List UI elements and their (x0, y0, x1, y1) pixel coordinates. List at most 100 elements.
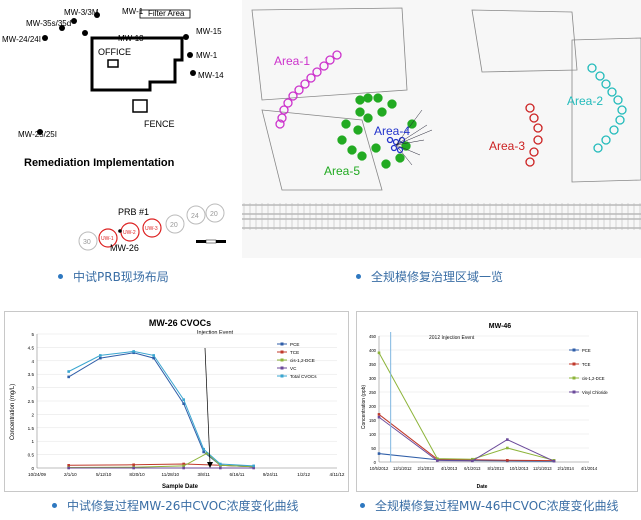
x-tick-label: 10/24/09 (28, 472, 46, 477)
x-tick-label: 10/1/2013 (510, 466, 529, 471)
x-tick-label: 11/28/10 (162, 472, 180, 477)
legend-marker (280, 366, 284, 370)
y-tick-label: 1.5 (28, 426, 35, 431)
x-tick-label: 2/1/10 (64, 472, 77, 477)
area-well-marker (613, 95, 623, 105)
data-point (132, 466, 135, 470)
injection-arrowhead (207, 462, 213, 468)
data-point (152, 356, 155, 360)
data-point (99, 354, 102, 357)
x-tick-label: 4/1/2014 (581, 466, 598, 471)
chart1-annotation: Injection Event (197, 330, 234, 336)
x-tick-label: 4/1/2013 (441, 466, 458, 471)
data-point (182, 402, 185, 405)
area-well-marker (529, 113, 539, 123)
data-point (252, 464, 255, 468)
legend-marker (572, 362, 576, 366)
legend-entry: TCE (582, 362, 591, 367)
area-well-marker (294, 85, 304, 95)
caption-mw46-chart: 全规模修复过程MW-46中CVOC浓度变化曲线 (360, 497, 619, 514)
legend-marker (280, 374, 284, 378)
well-label-mw26: MW-26 (110, 243, 139, 253)
x-tick-label: 1/2/12 (297, 472, 310, 477)
filter-area-box (139, 9, 191, 19)
chart1-ylabel: Concentration (mg/L) (10, 384, 16, 440)
series-line (68, 452, 254, 468)
data-point (132, 351, 135, 355)
x-tick-label: 2/1/2013 (418, 466, 435, 471)
area-well-marker (306, 73, 316, 83)
well-label-mw24: MW-24/24I (2, 35, 41, 44)
x-tick-label: 3/8/11 (197, 472, 210, 477)
office-outline (90, 36, 184, 92)
area-well-marker (363, 93, 373, 103)
legend-entry: TCE (290, 350, 299, 355)
area-well-marker (401, 141, 411, 151)
area-1-label: Area-1 (274, 54, 310, 68)
area-well-marker (587, 63, 597, 73)
area-well-markers (275, 50, 627, 169)
legend-entry: PCE (290, 342, 299, 347)
data-point (377, 351, 381, 355)
mw26-chart: MW-26 CVOCs Sample Date Concentration (m… (10, 318, 345, 490)
y-tick-label: 5 (31, 332, 34, 337)
bullet-icon (52, 503, 57, 508)
area-well-marker (396, 146, 404, 154)
data-point (67, 466, 70, 470)
prb-circle-label-4: 20 (210, 211, 218, 218)
well-label-mw3: MW-3/3M (64, 8, 99, 17)
prb-uw-label-3: UW-3 (145, 226, 158, 232)
data-point (252, 466, 255, 470)
data-point (67, 375, 70, 379)
data-point (182, 462, 185, 466)
data-point (219, 462, 222, 466)
data-point (377, 452, 381, 455)
y-tick-label: 150 (369, 418, 377, 423)
well-label-mw35: MW-35s/35d (26, 19, 71, 28)
area-map-panel: Area-1 Area-2 Area-3 Area-4 Area-5 (242, 0, 641, 258)
mw26-chart-panel: MW-26 CVOCs Sample Date Concentration (m… (4, 311, 349, 492)
data-point (132, 350, 135, 353)
area-well-marker (593, 143, 603, 153)
y-tick-label: 2.5 (28, 399, 35, 404)
building-outlines (251, 7, 641, 191)
x-tick-label: 9/24/11 (263, 472, 278, 477)
area-well-marker (353, 125, 363, 135)
x-tick-label: 5/12/10 (96, 472, 112, 477)
series-line (68, 350, 254, 467)
data-point (506, 459, 509, 462)
legend-marker (280, 342, 284, 346)
filter-area-label: Filter Area (148, 9, 185, 18)
railroad (242, 204, 641, 229)
area-well-marker (288, 91, 298, 101)
x-tick-label: 6/16/11 (230, 472, 245, 477)
area-well-marker (615, 115, 625, 125)
site-plan-drawing: MW-3/3M MW-1 Filter Area MW-35s/35d MW-2… (2, 7, 226, 253)
area-well-marker (525, 103, 535, 113)
area-well-marker (373, 93, 383, 103)
office-equipment (107, 59, 119, 68)
x-tick-label: 12/1/2012 (393, 466, 412, 471)
data-point (506, 438, 509, 441)
area-2-label: Area-2 (567, 94, 603, 108)
area-well-marker (533, 135, 543, 145)
data-point (202, 447, 205, 451)
area-well-marker (609, 125, 619, 135)
data-point (219, 464, 222, 467)
chart2-ylabel: Concentration (ppb) (361, 385, 367, 430)
area-well-marker (347, 145, 357, 155)
data-point (67, 370, 70, 373)
area-well-marker (386, 136, 394, 144)
data-point (552, 459, 556, 463)
injection-arrow (204, 347, 211, 465)
legend-entry: Total CVOCs (290, 374, 317, 379)
well-label-mw15: MW-15 (196, 27, 222, 36)
y-tick-label: 200 (369, 404, 377, 409)
area-well-marker (377, 107, 387, 117)
y-tick-label: 100 (369, 432, 377, 437)
area4-leader-lines (395, 109, 433, 166)
prb-label: PRB #1 (118, 207, 149, 217)
area-well-marker (355, 95, 365, 105)
well-label-mw14: MW-14 (198, 71, 224, 80)
prb-circle-label-2: 20 (170, 222, 178, 229)
